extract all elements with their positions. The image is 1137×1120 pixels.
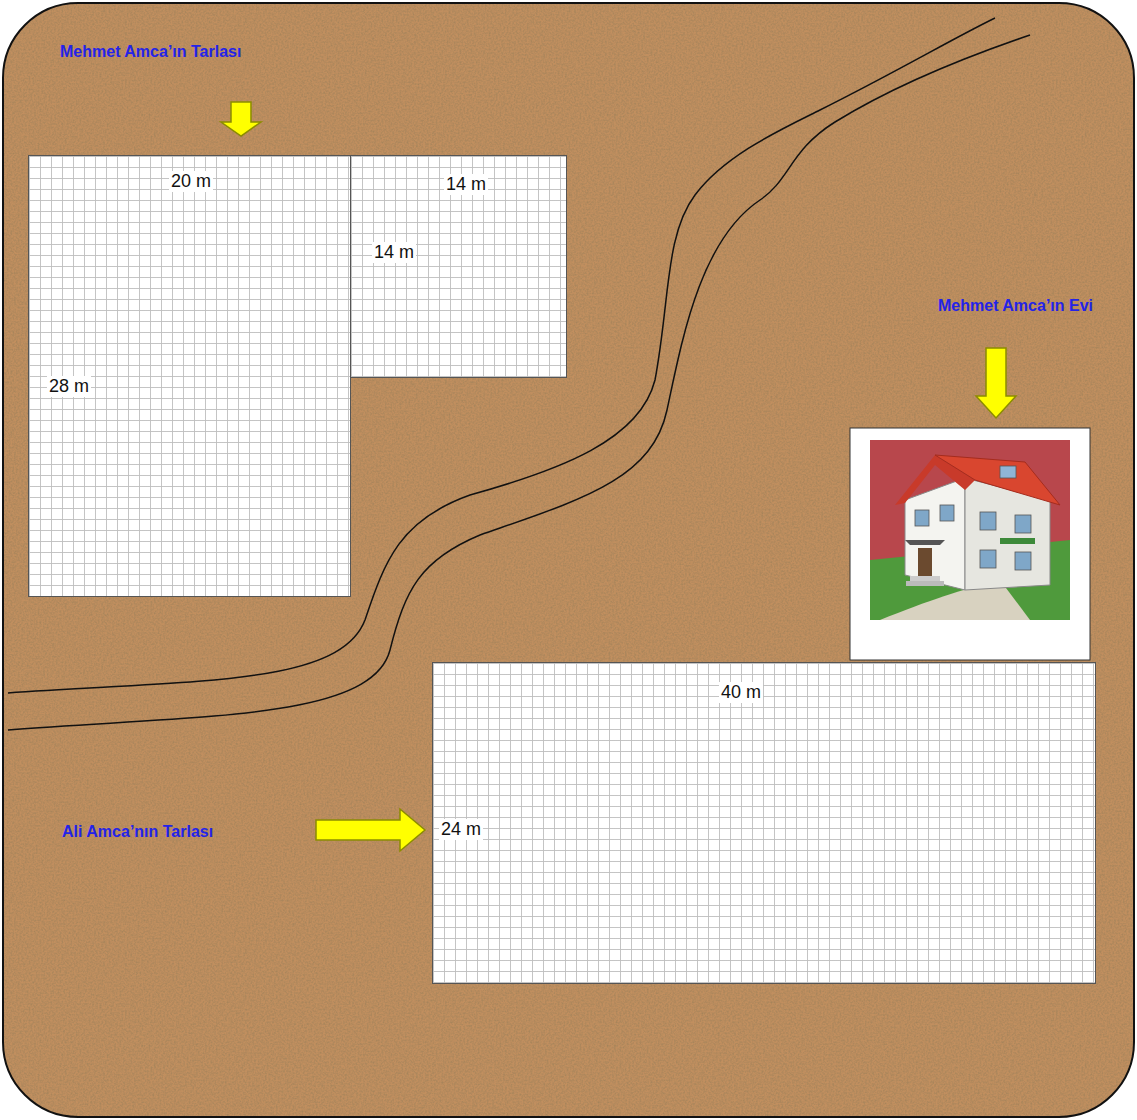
field-plot: 40 m 24 m [432, 662, 1096, 984]
field-plot: 20 m 28 m [28, 155, 351, 597]
pointer-arrow [976, 348, 1016, 418]
pointer-arrow [316, 809, 425, 851]
field-plot: 14 m 14 m [350, 155, 567, 378]
pointer-arrow [221, 102, 261, 136]
dimension-label: 20 m [169, 171, 213, 192]
dimension-label: 14 m [372, 242, 416, 263]
dimension-label: 40 m [719, 682, 763, 703]
road-edge [8, 18, 995, 693]
map-border [3, 3, 1134, 1117]
cork-ground [3, 3, 1134, 1117]
dimension-label: 28 m [47, 376, 91, 397]
place-label: Mehmet Amca’ın Tarlası [60, 42, 241, 61]
place-label: Ali Amca’nın Tarlası [62, 822, 213, 841]
house-panel [850, 428, 1090, 660]
cork-texture [3, 3, 1134, 1117]
dimension-label: 14 m [444, 174, 488, 195]
dimension-label: 24 m [439, 819, 483, 840]
place-label: Mehmet Amca’ın Evi [938, 296, 1093, 315]
